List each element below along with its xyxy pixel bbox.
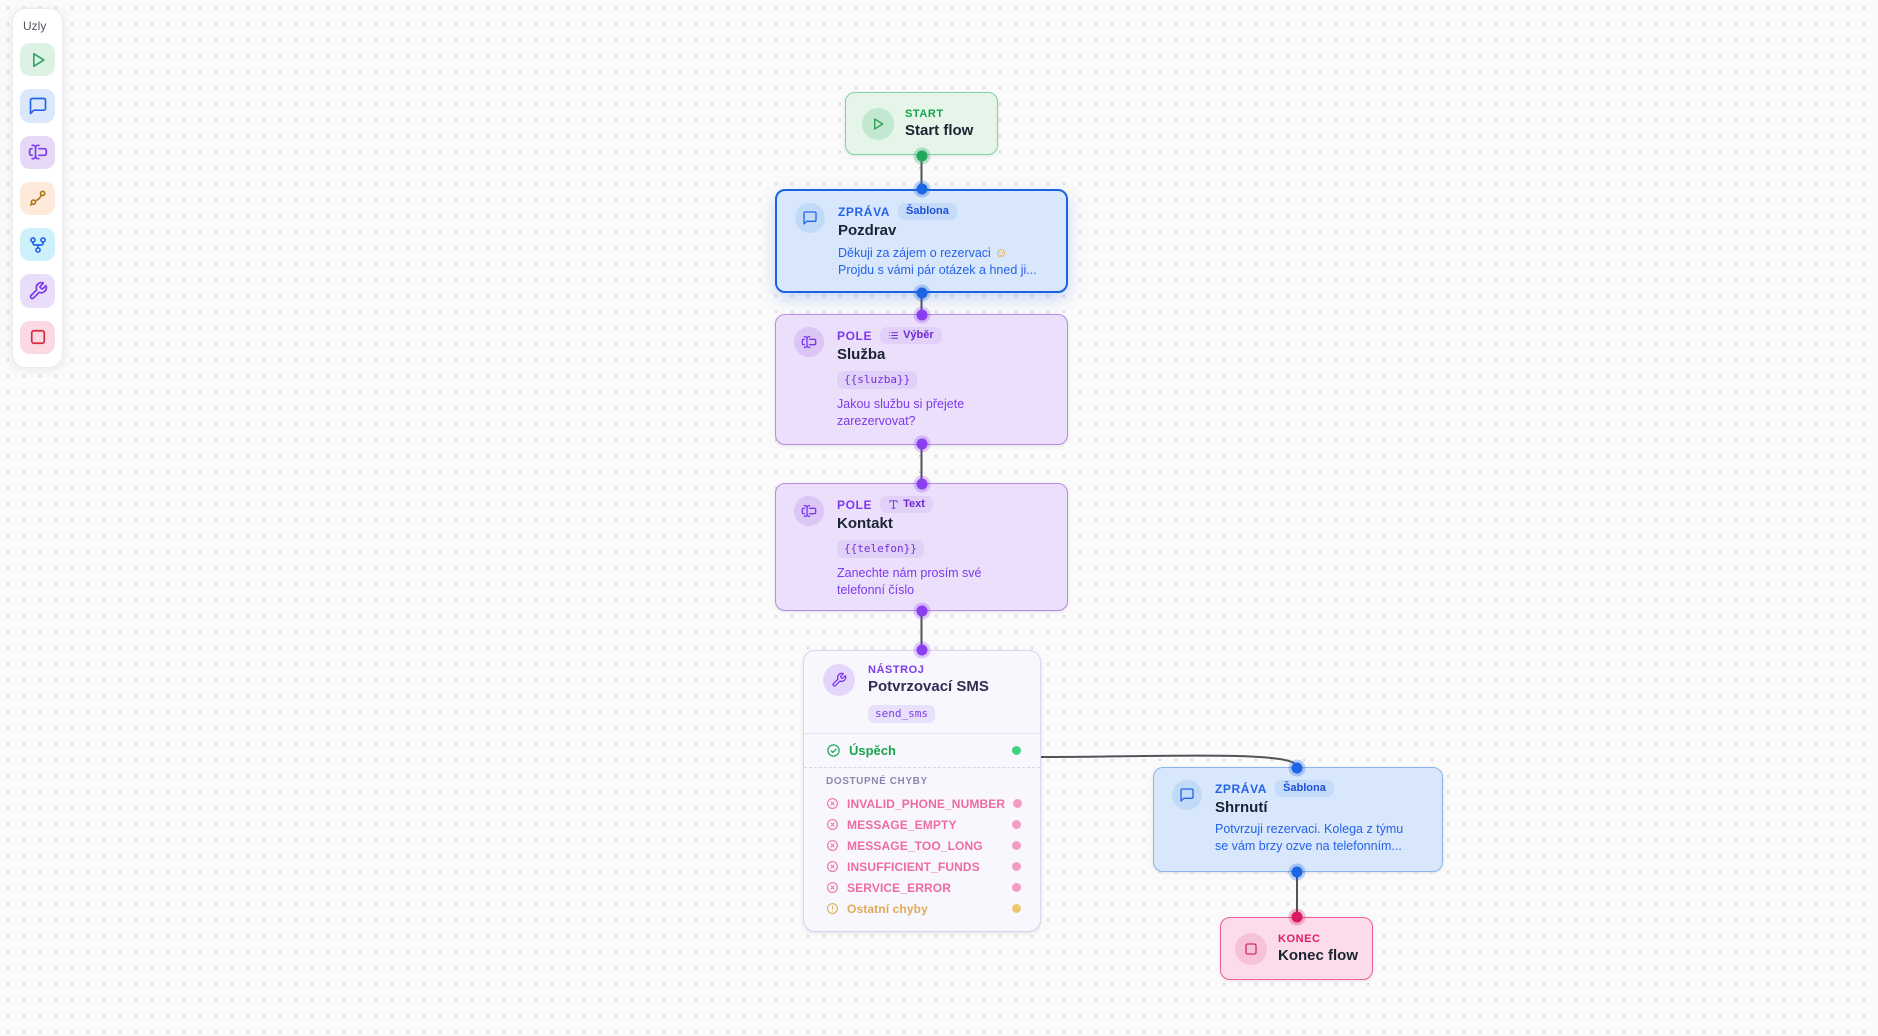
error-output-row[interactable]: MESSAGE_EMPTY (826, 814, 1021, 835)
chat-bubble-icon (29, 97, 46, 115)
node-tool-sms[interactable]: NÁSTROJ Potvrzovací SMS send_sms Úspěch … (803, 650, 1041, 932)
node-service[interactable]: POLE Výběr Služba {{sluzba}} Jakou služb… (775, 314, 1068, 445)
node-body: Potvrzuji rezervaci. Kolega z týmu se vá… (1215, 822, 1404, 854)
success-port[interactable] (1012, 746, 1021, 756)
error-output-row[interactable]: INSUFFICIENT_FUNDS (826, 856, 1021, 877)
variable-chip: {{sluzba}} (837, 371, 918, 390)
palette-item-field[interactable] (20, 135, 55, 169)
palette-item-end[interactable] (20, 320, 55, 354)
node-title: Start flow (905, 122, 974, 139)
edge-success-summary (1039, 754, 1298, 768)
palette-title: Uzly (23, 19, 47, 33)
errors-header: DOSTUPNÉ CHYBY (826, 776, 928, 788)
stop-square-icon (1235, 932, 1267, 965)
error-port[interactable] (1013, 799, 1023, 809)
other-errors-row[interactable]: Ostatní chyby (826, 898, 1021, 919)
node-body: Zanechte nám prosím své telefonní číslo (837, 566, 982, 598)
check-circle-icon (827, 744, 840, 758)
port-greeting-out[interactable] (916, 287, 927, 299)
branch-icon (29, 190, 45, 207)
node-title: Potvrzovací SMS (868, 678, 989, 695)
port-service-out[interactable] (916, 438, 927, 450)
variable-chip: {{telefon}} (837, 540, 924, 559)
select-type-badge: Výběr (880, 327, 942, 345)
port-contact-in[interactable] (916, 478, 927, 490)
port-start-out[interactable] (916, 150, 927, 162)
node-greeting[interactable]: ZPRÁVA Šablona Pozdrav Děkuji za zájem o… (775, 189, 1068, 293)
input-cursor-icon (28, 144, 47, 160)
node-title: Shrnutí (1215, 799, 1268, 817)
smiley-emoji: ☺ (994, 245, 1008, 261)
node-start[interactable]: START Start flow (845, 92, 998, 155)
alert-circle-icon (827, 903, 838, 915)
template-badge: Šablona (1275, 780, 1334, 798)
node-type-label: POLE (837, 328, 873, 343)
play-icon (862, 107, 894, 140)
chat-bubble-icon (1172, 780, 1202, 810)
node-palette: Uzly (12, 8, 63, 368)
node-type-label: KONEC (1278, 933, 1321, 945)
node-body: Děkuji za zájem o rezervaci ☺ Projdu s v… (838, 245, 1037, 278)
x-circle-icon (827, 798, 838, 810)
x-circle-icon (827, 882, 838, 894)
node-end[interactable]: KONEC Konec flow (1220, 917, 1373, 980)
node-title: Pozdrav (838, 222, 897, 240)
text-type-badge: Text (880, 496, 933, 514)
port-service-in[interactable] (916, 309, 927, 321)
error-output-row[interactable]: MESSAGE_TOO_LONG (826, 835, 1021, 856)
x-circle-icon (827, 819, 838, 831)
tool-code-chip: send_sms (868, 705, 935, 724)
list-icon (888, 332, 899, 339)
input-cursor-icon (794, 327, 824, 357)
x-circle-icon (827, 840, 838, 852)
node-summary[interactable]: ZPRÁVA Šablona Shrnutí Potvrzuji rezerva… (1153, 767, 1443, 872)
node-type-label: ZPRÁVA (838, 204, 891, 219)
success-output-row[interactable]: Úspěch (804, 734, 1040, 767)
node-contact[interactable]: POLE Text Kontakt {{telefon}} Zanechte n… (775, 483, 1068, 611)
port-summary-out[interactable] (1291, 866, 1303, 878)
error-port[interactable] (1012, 883, 1021, 893)
palette-item-tool[interactable] (20, 274, 55, 308)
node-type-label: NÁSTROJ (868, 664, 925, 676)
fork-icon (29, 236, 46, 253)
chat-bubble-icon (795, 203, 825, 233)
x-circle-icon (827, 861, 838, 873)
input-cursor-icon (794, 496, 824, 526)
port-summary-in[interactable] (1291, 762, 1303, 774)
template-badge: Šablona (898, 203, 957, 221)
success-label: Úspěch (849, 743, 896, 759)
palette-item-message[interactable] (20, 89, 55, 123)
divider (804, 733, 1040, 735)
node-type-label: ZPRÁVA (1215, 781, 1268, 796)
dashed-divider (804, 767, 1040, 769)
port-end-in[interactable] (1291, 911, 1303, 923)
play-icon (32, 52, 45, 67)
other-error-port[interactable] (1012, 904, 1021, 914)
palette-item-split[interactable] (20, 228, 55, 262)
palette-item-branch[interactable] (20, 181, 55, 216)
node-title: Služba (837, 346, 886, 364)
error-port[interactable] (1012, 841, 1021, 851)
type-icon (889, 500, 898, 509)
error-port[interactable] (1012, 862, 1021, 872)
stop-square-icon (30, 330, 45, 345)
node-type-label: START (905, 108, 944, 120)
node-title: Konec flow (1278, 947, 1359, 964)
error-port[interactable] (1012, 820, 1021, 830)
error-output-row[interactable]: INVALID_PHONE_NUMBER (826, 793, 1023, 814)
palette-item-start[interactable] (20, 43, 55, 77)
node-type-label: POLE (837, 497, 873, 512)
error-output-row[interactable]: SERVICE_ERROR (826, 877, 1021, 898)
node-body: Jakou službu si přejete zarezervovat? (837, 397, 965, 429)
port-greeting-in[interactable] (916, 183, 927, 195)
wrench-icon (29, 281, 47, 300)
port-contact-out[interactable] (916, 605, 927, 617)
port-tool-in[interactable] (916, 644, 927, 656)
node-title: Kontakt (837, 515, 893, 533)
wrench-icon (823, 664, 855, 696)
